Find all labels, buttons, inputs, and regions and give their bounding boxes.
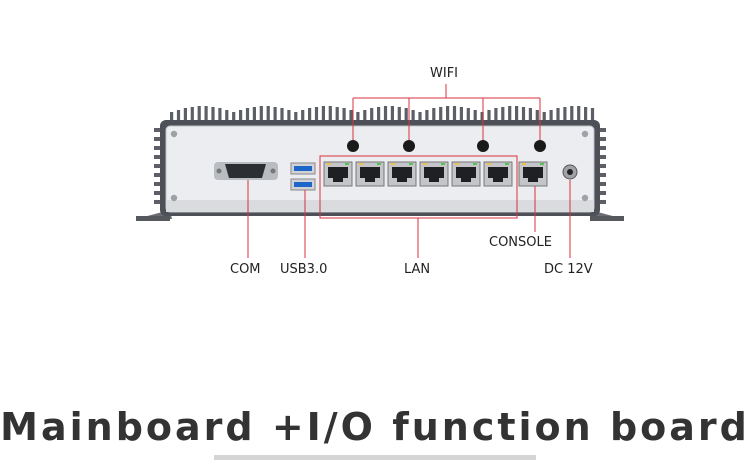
screw-icon (170, 130, 589, 202)
dc-jack-icon (562, 164, 578, 180)
rj45-port-icon (323, 161, 548, 187)
console-label: CONSOLE (489, 235, 552, 250)
antenna-connector-icon (347, 140, 546, 152)
page-title: Mainboard +I/O function board (0, 405, 750, 449)
lan-label: LAN (404, 262, 431, 277)
dc-label: DC 12V (544, 262, 593, 277)
wifi-label: WIFI (430, 66, 458, 81)
heatsink (154, 106, 606, 204)
leader-lines (247, 84, 571, 258)
serial-port-icon (214, 162, 278, 180)
usb-port-icon (290, 162, 316, 191)
com-label: COM (230, 262, 261, 277)
title-underline (214, 455, 536, 460)
usb-label: USB3.0 (280, 262, 328, 277)
